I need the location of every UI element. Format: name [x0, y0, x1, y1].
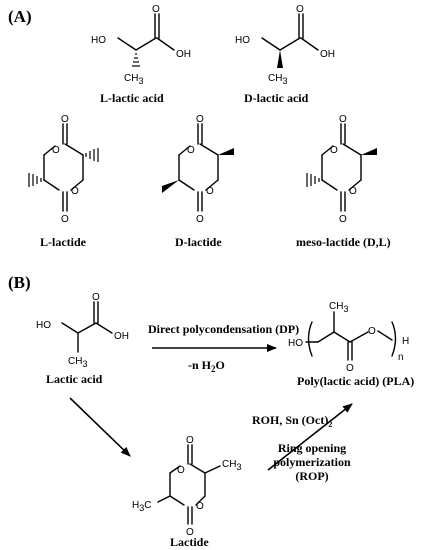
- carbonyl-oxygen-atom: O: [92, 292, 100, 303]
- ring-opening-polymerization-arrow: ROH, Sn (Oct)2 Ring opening polymerizati…: [252, 403, 353, 483]
- dp-label: Direct polycondensation (DP): [148, 322, 299, 336]
- hydroxyl-atom: HO: [235, 35, 250, 46]
- solid-wedge-bond: [218, 148, 234, 155]
- l-lactide-structure: O O O O L-lactide: [28, 114, 99, 249]
- lactide-caption: Lactide: [170, 535, 209, 549]
- panel-b-label: (B): [8, 273, 31, 292]
- methyl-atom: CH3: [222, 459, 241, 472]
- methyl-atom: CH3: [124, 73, 143, 86]
- acid-hydroxyl-atom: OH: [114, 331, 129, 342]
- ring-oxygen-atom: O: [177, 465, 185, 476]
- hashed-wedge-bond: [306, 173, 320, 187]
- direct-polycondensation-arrow: Direct polycondensation (DP) -n H2O: [148, 322, 299, 374]
- ester-oxygen-atom: O: [368, 326, 376, 337]
- l-lactide-caption: L-lactide: [40, 235, 87, 249]
- rop-label-line-2: polymerization: [273, 455, 351, 469]
- ring-oxygen-atom: O: [52, 145, 60, 156]
- l-lactic-acid-caption: L-lactic acid: [100, 91, 164, 105]
- hashed-wedge-bond: [132, 53, 140, 67]
- lactic-acid-structure: HO O OH CH3 Lactic acid: [36, 292, 129, 386]
- hydrogen-end-atom: H: [402, 336, 409, 347]
- d-lactic-acid-caption: D-lactic acid: [244, 91, 309, 105]
- rop-label-line-3: (ROP): [295, 469, 328, 483]
- methyl-atom: CH3: [268, 73, 287, 86]
- carbonyl-oxygen-atom: O: [186, 527, 194, 538]
- rop-conditions-label: ROH, Sn (Oct)2: [252, 413, 332, 429]
- methyl-atom: CH3: [68, 356, 87, 369]
- carbonyl-oxygen-atom: O: [61, 114, 69, 125]
- hydroxyl-atom: HO: [91, 35, 106, 46]
- ring-oxygen-atom: O: [349, 186, 357, 197]
- solid-wedge-bond: [277, 50, 283, 68]
- carbonyl-oxygen-atom: O: [152, 4, 160, 15]
- d-lactic-acid-structure: HO O OH CH3 D-lactic acid: [235, 4, 335, 105]
- acid-hydroxyl-atom: OH: [176, 49, 191, 60]
- l-lactic-acid-structure: HO O OH CH3 L-lactic acid: [91, 4, 191, 105]
- dp-water-label: -n H2O: [188, 358, 225, 374]
- hydroxyl-end-atom: HO: [288, 338, 303, 349]
- ring-oxygen-atom: O: [196, 501, 204, 512]
- d-lactide-caption: D-lactide: [175, 235, 222, 249]
- carbonyl-oxygen-atom: O: [346, 363, 354, 374]
- hashed-wedge-bond: [85, 148, 99, 162]
- ring-oxygen-atom: O: [330, 145, 338, 156]
- lactide-structure: O O O O CH3 H3C Lactide: [132, 435, 241, 549]
- hydroxyl-atom: HO: [36, 320, 51, 331]
- d-lactide-structure: O O O O D-lactide: [162, 114, 234, 249]
- pla-structure: HO CH3 O O n H Poly(lactic acid) (PLA): [288, 301, 414, 388]
- ring-oxygen-atom: O: [187, 145, 195, 156]
- solid-wedge-bond: [162, 180, 179, 193]
- meso-lactide-structure: O O O O meso-lactide (D,L): [296, 114, 391, 249]
- ring-oxygen-atom: O: [71, 186, 79, 197]
- carbonyl-oxygen-atom: O: [296, 4, 304, 15]
- methyl-atom: H3C: [132, 500, 151, 513]
- rop-label-line-1: Ring opening: [278, 441, 346, 455]
- ring-oxygen-atom: O: [206, 186, 214, 197]
- acid-hydroxyl-atom: OH: [320, 49, 335, 60]
- carbonyl-oxygen-atom: O: [196, 214, 204, 225]
- carbonyl-oxygen-atom: O: [196, 114, 204, 125]
- pla-caption: Poly(lactic acid) (PLA): [297, 374, 414, 388]
- repeat-count-atom: n: [398, 352, 404, 363]
- ring-closure-arrow: [69, 397, 131, 457]
- panel-a-label: (A): [8, 7, 32, 26]
- carbonyl-oxygen-atom: O: [339, 214, 347, 225]
- meso-lactide-caption: meso-lactide (D,L): [296, 235, 391, 249]
- methyl-atom: CH3: [329, 301, 348, 314]
- carbonyl-oxygen-atom: O: [186, 435, 194, 446]
- lactic-acid-caption: Lactic acid: [46, 372, 103, 386]
- solid-wedge-bond: [361, 148, 377, 155]
- carbonyl-oxygen-atom: O: [61, 214, 69, 225]
- carbonyl-oxygen-atom: O: [339, 114, 347, 125]
- hashed-wedge-bond: [28, 173, 42, 187]
